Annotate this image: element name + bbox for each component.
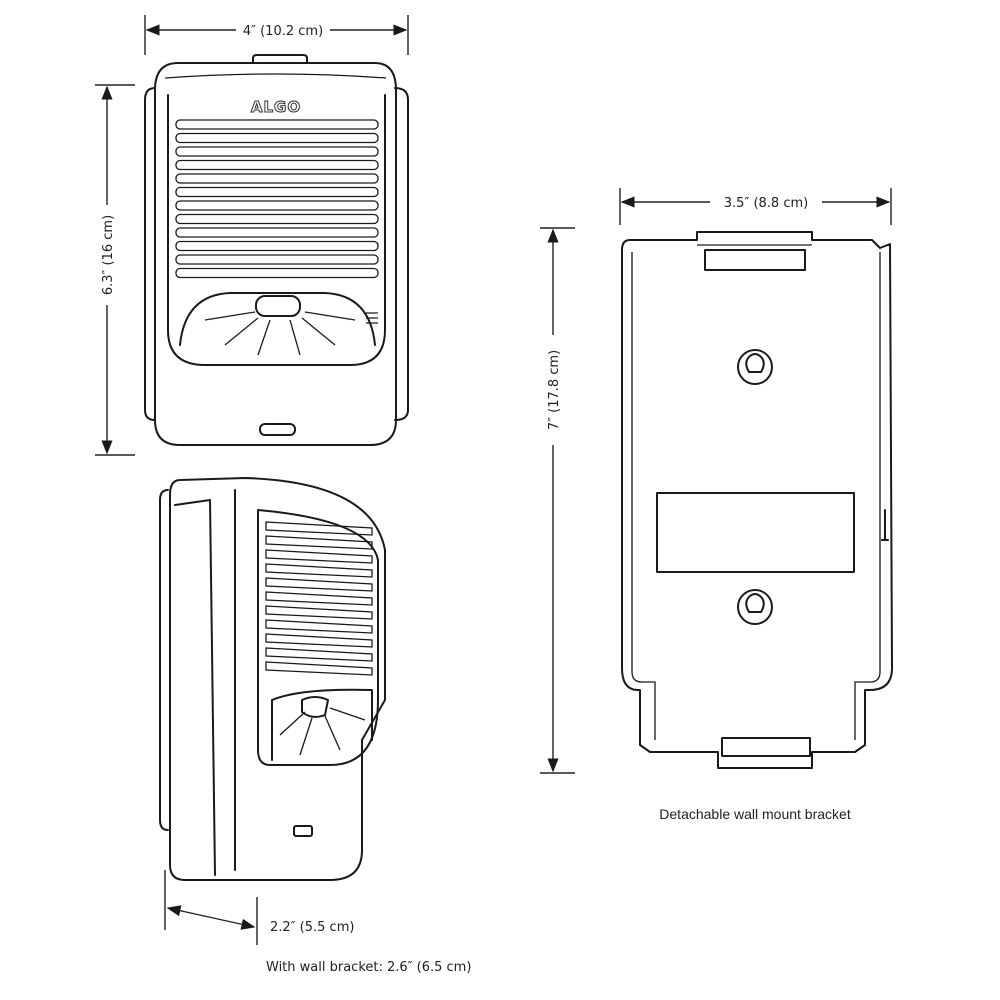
algo-logo: ALGO (251, 98, 301, 116)
front-view: ALGO (144, 54, 409, 446)
side-light-rays (279, 707, 366, 756)
grille-slat (175, 254, 379, 265)
left-wing (144, 87, 156, 421)
front-height-label: 6.3″ (16 cm) (101, 215, 116, 295)
bracket-label-area (656, 492, 855, 573)
side-grille-slat (265, 661, 373, 676)
mic-holes (366, 312, 378, 324)
side-grille-slat (265, 577, 373, 592)
bracket-caption: Detachable wall mount bracket (659, 806, 851, 822)
side-grille-slat (265, 563, 373, 578)
side-face (257, 509, 379, 766)
side-light-panel (271, 688, 373, 761)
front-grille (175, 119, 379, 279)
side-grille-slat (265, 605, 373, 620)
dim-front-height: 6.3″ (16 cm) (95, 84, 135, 456)
bracket-width-label: 3.5″ (8.8 cm) (724, 196, 808, 211)
side-grille-slat (265, 633, 373, 648)
front-face-outline (167, 94, 386, 366)
keyhole-top (737, 349, 773, 385)
status-led (259, 423, 296, 436)
side-depth-label: 2.2″ (5.5 cm) (270, 920, 354, 935)
keyhole-bottom (737, 589, 773, 625)
grille-slat (175, 200, 379, 211)
side-grille-slat (265, 535, 373, 550)
bracket-bottom-latch (721, 737, 811, 757)
side-depth-bracket-label: With wall bracket: 2.6″ (6.5 cm) (266, 960, 471, 975)
top-tab (252, 54, 308, 64)
grille-slat (175, 186, 379, 198)
side-grille-slat (265, 521, 373, 536)
front-width-label: 4″ (10.2 cm) (243, 24, 323, 39)
side-grille-slat (265, 549, 373, 564)
side-led (293, 825, 313, 837)
grille-slat (175, 119, 379, 130)
grille-slat (175, 213, 379, 225)
bracket-top-latch (704, 249, 806, 271)
side-bracket (174, 499, 216, 876)
front-body (154, 62, 397, 446)
grille-slat (175, 240, 379, 252)
side-notch (881, 509, 889, 541)
front-edge (164, 73, 387, 79)
dim-side-depth: 2.2″ (5.5 cm) With wall bracket: 2.6″ (6… (164, 870, 471, 975)
side-grille-slat (265, 647, 373, 662)
side-view (159, 477, 386, 881)
light-rays (204, 311, 356, 356)
call-button (255, 295, 301, 317)
dim-front-width: 4″ (10.2 cm) (144, 15, 409, 55)
bracket-view (621, 231, 893, 769)
side-grille-slat (265, 619, 373, 634)
grille-slat (175, 146, 379, 157)
bracket-height-label: 7″ (17.8 cm) (547, 350, 562, 430)
grille-slat (175, 159, 379, 171)
grille-slat (175, 267, 379, 279)
dim-bracket-width: 3.5″ (8.8 cm) (619, 188, 892, 225)
right-wing (394, 87, 409, 421)
side-grille (265, 521, 373, 676)
side-call-button (301, 696, 329, 718)
grille-slat (175, 173, 379, 184)
grille-slat (175, 227, 379, 238)
side-grille-slat (265, 591, 373, 606)
side-body (169, 477, 386, 881)
bracket-outline (621, 231, 893, 769)
bracket-inner-edge (631, 252, 881, 740)
grille-slat (175, 132, 379, 144)
side-bracket-edge (159, 489, 169, 831)
dim-bracket-height: 7″ (17.8 cm) (540, 227, 575, 774)
